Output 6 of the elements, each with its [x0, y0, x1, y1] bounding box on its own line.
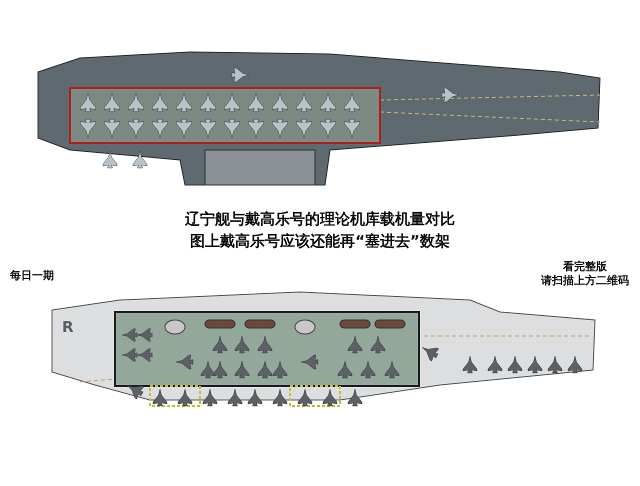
title: 辽宁舰与戴高乐号的理论机库载机量对比 — [184, 210, 456, 229]
note: 看完整版 — [562, 259, 608, 274]
note: 请扫描上方二维码 — [540, 273, 630, 288]
note: 每日一期 — [10, 268, 54, 283]
subtitle: 图上戴高乐号应该还能再“塞进去”数架 — [189, 232, 451, 251]
deck-marking: R — [62, 318, 74, 336]
